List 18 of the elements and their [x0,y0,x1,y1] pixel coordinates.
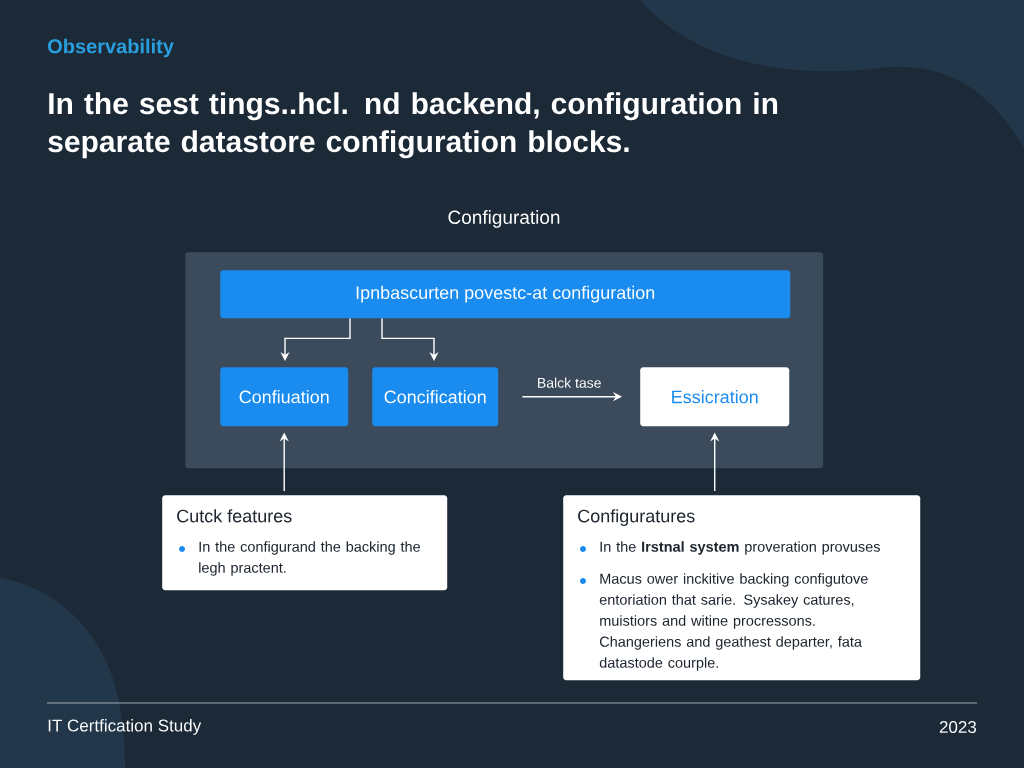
process-bar: Ipnbascurten povestc-at configuration [220,270,791,319]
info-card [563,495,921,681]
category-label: Observability [48,38,174,58]
arrow [381,317,439,361]
bullet-text: In the configurand the backing the legh practent. [199,541,420,576]
card-heading: Configuratures [578,509,695,526]
edge-label: Balck tase [538,377,601,388]
card-heading: Cutck features [177,509,292,523]
panel-heading: Configuration [448,210,560,228]
process-box: Confiuation [220,367,349,427]
process-box: Concification [372,367,499,427]
year-label: 2023 [939,721,977,733]
bullet-text: Macus ower inckitive backing configutove entoriation that sarie. Sysakey catures, muistiors and witine procressons. Changeriens and geathest departer, fata datastode courple. [599,573,868,671]
process-box: Essicration [640,367,790,427]
bullet-text: In the Irstnal system proveration provuses [600,541,880,555]
title: In the sest tings..hcl. nd backend, configuration in separate datastore configuration blocks. [48,92,778,159]
info-card [162,495,448,591]
footer-text: IT Certfication Study [48,719,202,735]
